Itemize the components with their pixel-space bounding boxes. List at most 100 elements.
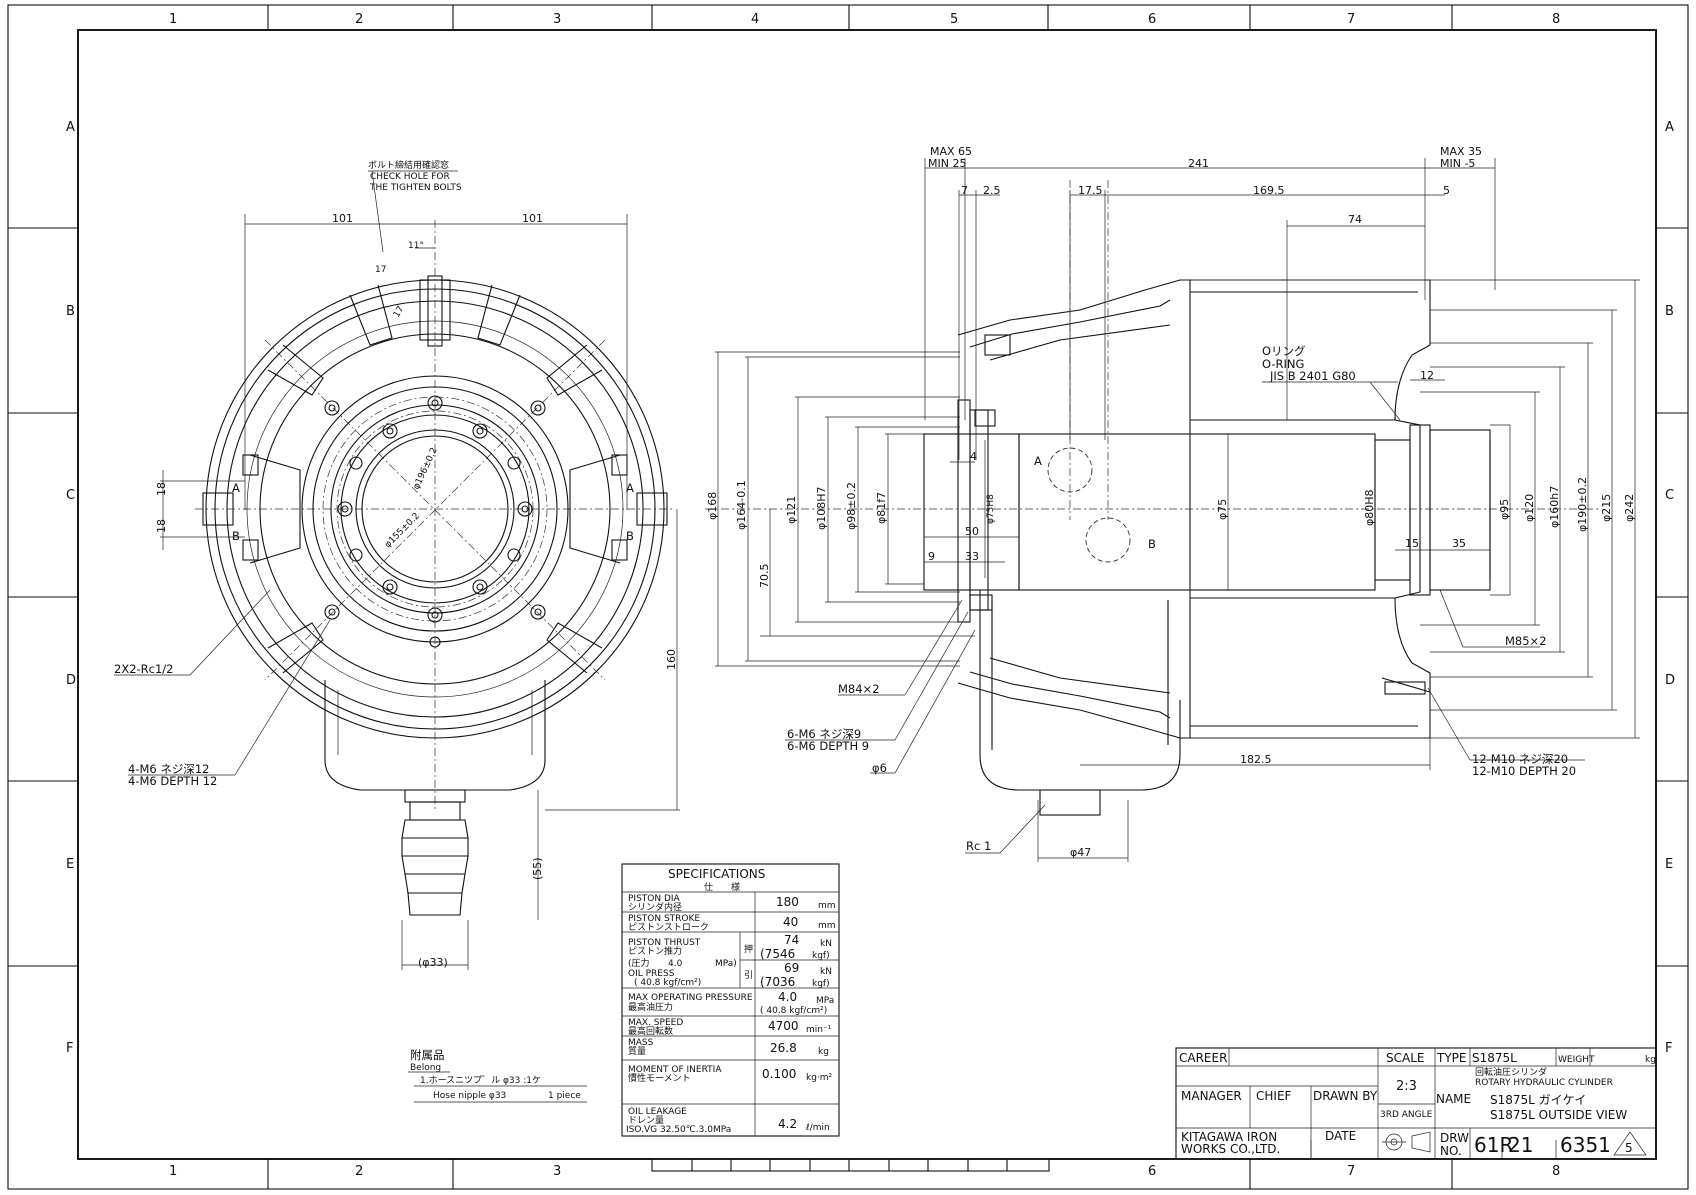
tb-name-label: NAME xyxy=(1436,1092,1471,1106)
port-label-b: B xyxy=(1148,537,1156,551)
dim-5: 5 xyxy=(1443,184,1450,197)
spec-row-6-jp: ドレン量 xyxy=(628,1115,664,1126)
tb-weight-label: WEIGHT xyxy=(1558,1055,1595,1065)
zone-row-b-left: B xyxy=(66,304,75,319)
accessories-title-en: Belong xyxy=(410,1063,441,1073)
callout-phi6: φ6 xyxy=(872,761,887,775)
side-view: MAX 65 MIN 25 241 MAX 35 MIN -5 7 2.5 17… xyxy=(705,145,1640,862)
spec-row-2-en: MAX OPERATING PRESSURE xyxy=(628,993,753,1003)
zone-row-c-right: C xyxy=(1665,488,1674,503)
spec-row-1-en: PISTON STROKE xyxy=(628,914,700,924)
check-hole-note-en2: THE TIGHTEN BOLTS xyxy=(369,183,462,193)
revision-triangle-icon xyxy=(1613,1131,1647,1156)
dim-phi75h8: φ75H8 xyxy=(986,494,996,524)
oring-en: O-RING xyxy=(1262,357,1304,371)
tb-drawn-by: DRAWN BY xyxy=(1313,1089,1378,1103)
title-block: CAREER SCALE 2:3 TYPE S1875L WEIGHT kg 回… xyxy=(1175,1047,1657,1160)
dim-9: 9 xyxy=(928,550,935,563)
zone-col-1-bottom: 1 xyxy=(169,1164,177,1179)
callout-6m6-en: 6-M6 DEPTH 9 xyxy=(787,739,869,753)
zone-col-5-top: 5 xyxy=(950,12,958,27)
dim-17b: 17 xyxy=(392,305,406,320)
dim-pcd196: φ196±0.2 xyxy=(412,446,440,491)
dim-phi190: φ190±0.2 xyxy=(1576,477,1589,532)
tb-view-en: S1875L OUTSIDE VIEW xyxy=(1490,1108,1627,1122)
dim-4: 4 xyxy=(970,450,977,463)
callout-m84: M84×2 xyxy=(838,682,880,696)
dim-phi95: φ95 xyxy=(1498,499,1511,520)
spec-row-5-unit: kg·m² xyxy=(806,1073,833,1083)
dim-55: (55) xyxy=(531,857,544,880)
zone-col-3-top: 3 xyxy=(553,12,561,27)
spec-row-5-jp: 慣性モーメント xyxy=(628,1072,691,1084)
accessories-item-jp: 1.ホースニツプ゛ル φ33 :1ケ xyxy=(420,1075,541,1086)
spec-row-5-en: MOMENT OF INERTIA xyxy=(628,1065,722,1075)
tb-type-value: S1875L xyxy=(1472,1051,1517,1065)
spec-row-6-unit: ℓ/min xyxy=(805,1123,830,1133)
spec-title-jp: 仕 様 xyxy=(704,881,740,893)
callout-m6-jp: 4-M6 ネジ深12 xyxy=(128,762,210,776)
zone-col-6-bottom: 6 xyxy=(1148,1164,1156,1179)
spec-row-4-value: 26.8 xyxy=(770,1041,797,1055)
dim-phi120: φ120 xyxy=(1523,494,1536,522)
section-label-b-left: B xyxy=(232,529,240,543)
thrust-pull-unit-kgf: kgf) xyxy=(812,979,830,989)
dim-phi164: φ164-0.1 xyxy=(735,480,748,530)
thrust-pull-kn: 69 xyxy=(784,961,799,975)
dim-35: 35 xyxy=(1452,537,1466,550)
thrust-press-unit: MPa) xyxy=(715,959,737,969)
callout-6m6-jp: 6-M6 ネジ深9 xyxy=(787,727,861,741)
thrust-jp: ピストン推力 xyxy=(628,945,682,957)
scale-bar xyxy=(651,1158,1050,1172)
spec-row-1-jp: ピストンストローク xyxy=(628,922,709,933)
dim-phi108: φ108H7 xyxy=(815,486,828,530)
tb-drw-no-c: 6351 xyxy=(1560,1133,1611,1157)
dim-pcd155: φ155±0.2 xyxy=(383,511,422,550)
zone-col-4-top: 4 xyxy=(751,12,759,27)
third-angle-projection-icon xyxy=(1382,1131,1431,1153)
section-label-a-left: A xyxy=(232,481,240,495)
accessories-note: 附属品 Belong 1.ホースニツプ゛ル φ33 :1ケ Hose nippl… xyxy=(408,1048,587,1103)
check-hole-note-jp: ボルト締結用確認窓 xyxy=(368,159,449,171)
tb-career-label: CAREER xyxy=(1179,1051,1227,1065)
spec-row-0-value: 180 xyxy=(776,895,799,909)
dim-phi121: φ121 xyxy=(785,496,798,524)
zone-row-d-left: D xyxy=(66,673,76,688)
zone-col-8-bottom: 8 xyxy=(1552,1164,1560,1179)
callout-12m10-en: 12-M10 DEPTH 20 xyxy=(1472,764,1576,778)
tb-weight-unit: kg xyxy=(1645,1055,1656,1065)
dim-17: 17 xyxy=(375,265,386,275)
tb-revision: 5 xyxy=(1625,1141,1633,1155)
dim-max35: MAX 35 xyxy=(1440,145,1482,158)
spec-row-0-en: PISTON DIA xyxy=(628,894,681,904)
tb-projection: 3RD ANGLE xyxy=(1380,1110,1433,1120)
zone-row-c-left: C xyxy=(66,488,75,503)
dim-17-5: 17.5 xyxy=(1078,184,1103,197)
accessories-item-qty: 1 piece xyxy=(548,1091,581,1101)
zone-col-2-bottom: 2 xyxy=(355,1164,363,1179)
callout-ports: 2X2-Rc1/2 xyxy=(114,662,173,676)
spec-row-0-unit: mm xyxy=(818,901,836,911)
thrust-push-kgf: (7546 xyxy=(760,947,795,961)
thrust-push-kn: 74 xyxy=(784,933,799,947)
zone-col-8-top: 8 xyxy=(1552,12,1560,27)
accessories-title-jp: 附属品 xyxy=(410,1048,445,1062)
spec-row-4-en: MASS xyxy=(628,1038,654,1048)
thrust-push-unit-kn: kN xyxy=(820,939,832,949)
dim-11-deg: 11° xyxy=(408,241,424,251)
callout-m6-en: 4-M6 DEPTH 12 xyxy=(128,774,217,788)
spec-row-4-unit: kg xyxy=(818,1047,829,1057)
section-label-a-right: A xyxy=(626,481,634,495)
section-label-b-right: B xyxy=(626,529,634,543)
dim-18-bottom: 18 xyxy=(155,519,168,533)
zone-col-7-top: 7 xyxy=(1347,12,1355,27)
tb-view-jp: S1875L ガイケイ xyxy=(1490,1093,1586,1107)
tb-date: DATE xyxy=(1325,1129,1356,1143)
dim-phi242: φ242 xyxy=(1623,494,1636,522)
zone-row-f-right: F xyxy=(1665,1041,1672,1056)
zone-labels: 1 2 3 4 5 6 7 8 1 2 3 6 7 8 A B C D E F … xyxy=(66,12,1675,1179)
thrust-oil-press2: ( 40.8 kgf/cm²) xyxy=(634,978,701,988)
tb-scale-label: SCALE xyxy=(1386,1051,1424,1065)
zone-row-d-right: D xyxy=(1665,673,1675,688)
dim-182-5: 182.5 xyxy=(1240,753,1272,766)
